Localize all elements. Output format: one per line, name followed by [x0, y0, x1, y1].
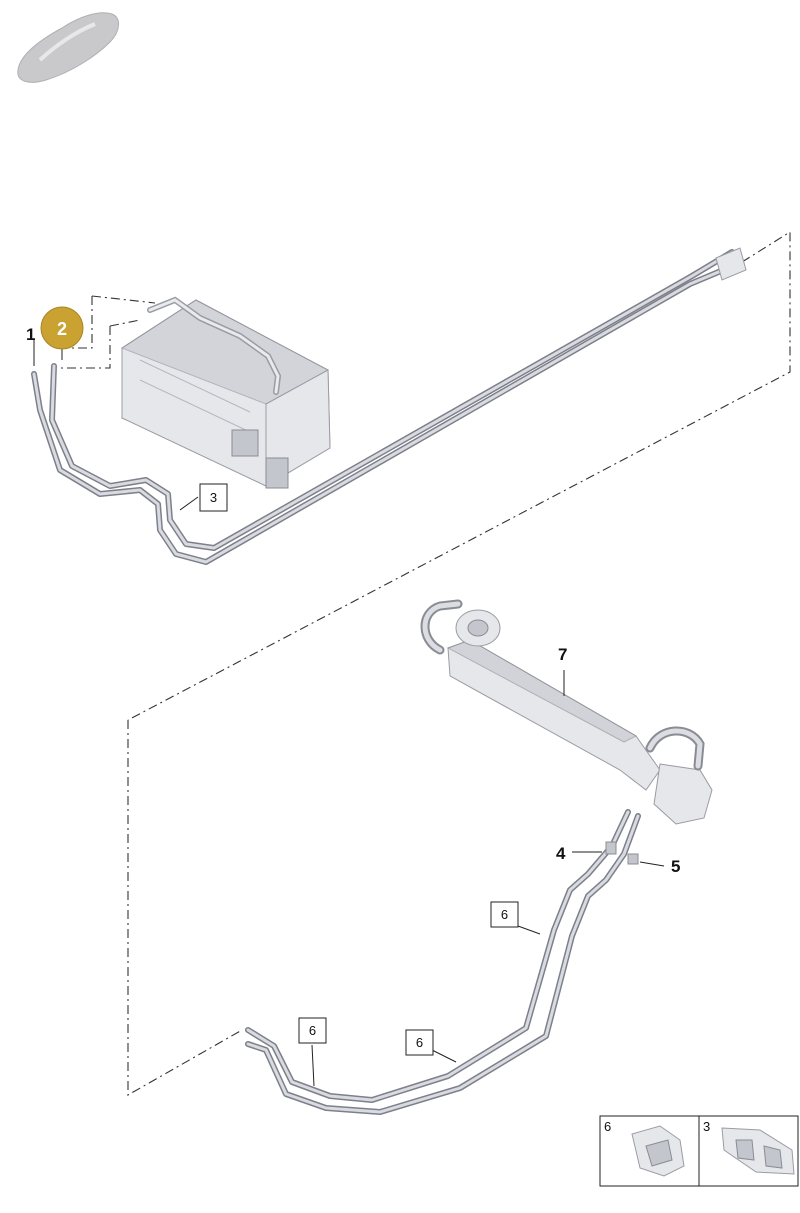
callout-3: 3 — [210, 490, 217, 505]
callout-7[interactable]: 7 — [558, 645, 567, 664]
callout-6a-box[interactable]: 6 — [490, 901, 519, 928]
legend-item-clip-3[interactable]: 3 — [703, 1119, 795, 1175]
coolant-pipe-upper — [31, 247, 747, 565]
callout-1[interactable]: 1 — [26, 325, 35, 344]
callout-6c: 6 — [416, 1035, 423, 1050]
battery-unit — [120, 296, 331, 489]
callout-6a: 6 — [501, 907, 508, 922]
coolant-pipe-lower — [245, 809, 641, 1115]
callout-4[interactable]: 4 — [556, 844, 566, 863]
callout-3-box[interactable]: 3 — [199, 483, 228, 512]
callout-6c-box[interactable]: 6 — [405, 1029, 434, 1056]
callout-2-highlight[interactable]: 2 — [40, 306, 84, 350]
leader-lines — [33, 340, 665, 1087]
callout-6b: 6 — [309, 1023, 316, 1038]
legend-panel: 6 3 — [599, 1115, 799, 1187]
callout-5[interactable]: 5 — [671, 857, 680, 876]
legend-label-3: 3 — [703, 1119, 710, 1134]
callout-2: 2 — [57, 319, 67, 339]
assembly-frame-upper — [60, 231, 791, 721]
assembly-frame-lower — [127, 720, 243, 1096]
car-thumbnail-icon[interactable] — [17, 12, 119, 83]
callout-6b-box[interactable]: 6 — [298, 1017, 327, 1044]
legend-item-clip-6[interactable]: 6 — [604, 1119, 685, 1177]
coolant-distributor — [420, 599, 713, 825]
legend-label-6: 6 — [604, 1119, 611, 1134]
